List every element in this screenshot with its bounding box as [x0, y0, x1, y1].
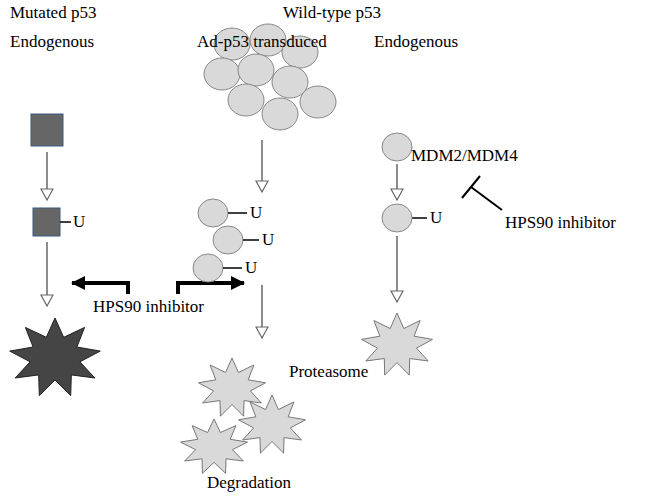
p53-molecule: [228, 84, 264, 116]
p53-molecule: [262, 98, 298, 130]
p53-molecule: [300, 86, 336, 118]
ubiquitin-bond: [60, 221, 71, 223]
degraded-p53-burst: [362, 313, 433, 375]
ubiquitinated-mutant-square: [33, 208, 60, 236]
degraded-mutant: [10, 318, 101, 396]
subheading: Ad-p53 transduced: [197, 32, 327, 52]
outcome-label: Degradation: [207, 473, 291, 493]
inhibitor-arrow: [178, 283, 244, 294]
heading: Wild-type p53: [283, 3, 381, 23]
heading: Mutated p53: [10, 3, 96, 23]
mutant-p53-square: [31, 114, 63, 146]
flow-arrow: [261, 140, 263, 192]
enzyme-label: MDM2/MDM4: [411, 146, 518, 166]
degraded-p53-burst: [239, 395, 306, 453]
p53-molecule: [204, 58, 240, 90]
drug-label: HPS90 inhibitor: [505, 213, 616, 233]
inhibitor-arrow: [72, 283, 128, 294]
ubiquitin-label: U: [262, 230, 274, 250]
flow-arrow: [46, 152, 48, 200]
ubiquitin-label: U: [73, 212, 85, 232]
ubiquitinated-p53: [193, 199, 243, 282]
ubiquitin-label: U: [245, 258, 257, 278]
drug-label: HPS90 inhibitor: [93, 297, 204, 317]
ubiquitin-label: U: [430, 208, 442, 228]
organelle-label: Proteasome: [289, 362, 368, 382]
flow-arrow: [46, 242, 48, 306]
degraded-p53-burst: [181, 419, 248, 473]
subheading: Endogenous: [10, 32, 94, 52]
flow-arrow: [396, 236, 398, 302]
ubiquitinated-wt-p53: [382, 204, 412, 232]
flow-arrow: [261, 285, 263, 338]
flow-arrow: [396, 164, 398, 200]
degraded-p53: [181, 313, 433, 473]
p53-molecule: [238, 54, 274, 86]
inhibition-bar: [462, 176, 502, 210]
subheading: Endogenous: [374, 32, 458, 52]
wt-p53-circle: [382, 133, 412, 161]
ubiquitin-label: U: [250, 203, 262, 223]
